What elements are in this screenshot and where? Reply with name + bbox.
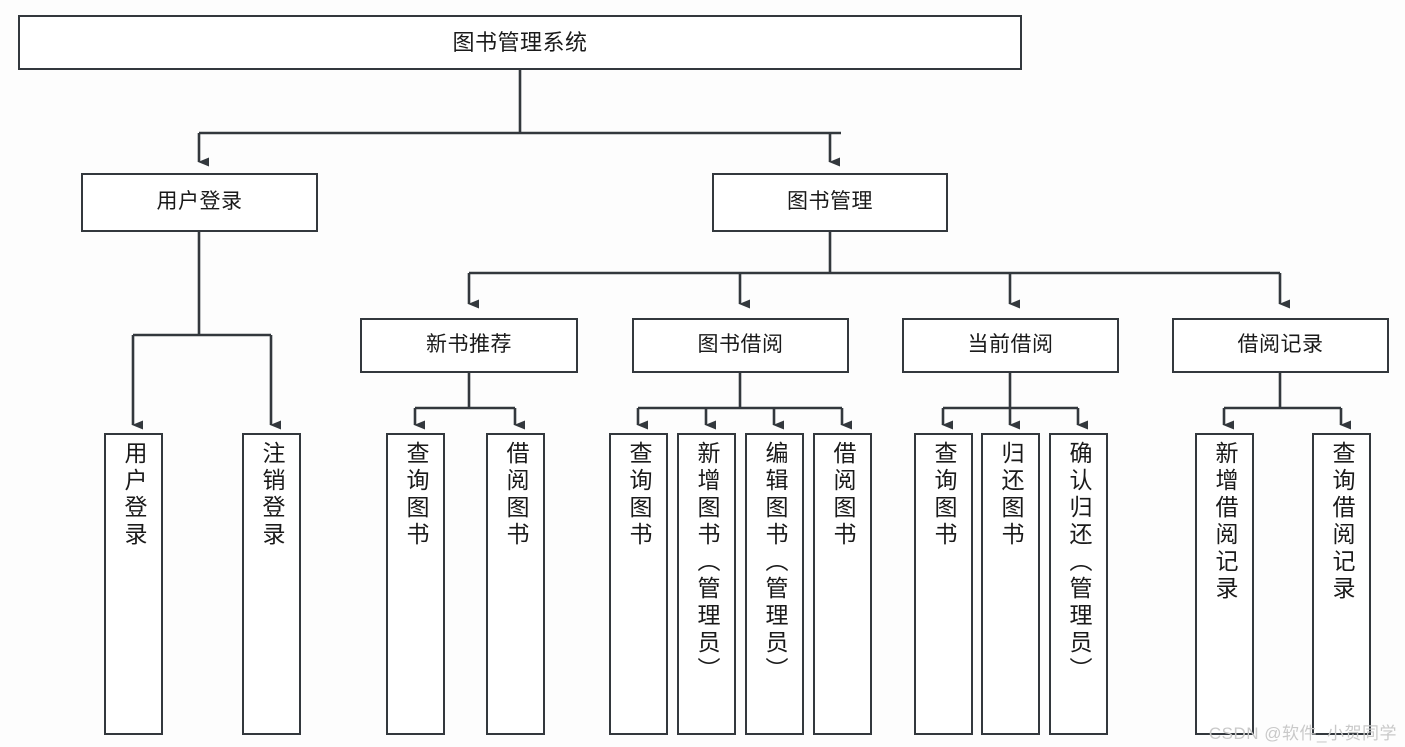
node-root-label: 图书管理系统 <box>452 29 588 55</box>
node-book-borrow-label: 图书借阅 <box>697 333 784 357</box>
leaf-confirm-return-admin[interactable]: 确认归还（管理员） <box>1049 433 1108 735</box>
leaf-user-login[interactable]: 用户登录 <box>104 433 163 735</box>
leaf-borrow-book[interactable]: 借阅图书 <box>813 433 872 735</box>
node-book-management[interactable]: 图书管理 <box>712 173 948 232</box>
leaf-add-book-admin[interactable]: 新增图书（管理员） <box>677 433 736 735</box>
leaf-return-book-label: 归还图书 <box>998 441 1024 549</box>
leaf-add-borrow-record-label: 新增借阅记录 <box>1212 441 1238 603</box>
leaf-return-book[interactable]: 归还图书 <box>981 433 1040 735</box>
leaf-logout-label: 注销登录 <box>259 441 285 549</box>
node-current-borrow[interactable]: 当前借阅 <box>902 318 1119 373</box>
node-user-login-label: 用户登录 <box>156 190 243 214</box>
leaf-borrow-book-recommend-label: 借阅图书 <box>503 441 529 549</box>
node-current-borrow-label: 当前借阅 <box>967 333 1054 357</box>
leaf-logout[interactable]: 注销登录 <box>242 433 301 735</box>
node-borrow-record[interactable]: 借阅记录 <box>1172 318 1389 373</box>
leaf-borrow-book-label: 借阅图书 <box>830 441 856 549</box>
leaf-add-borrow-record[interactable]: 新增借阅记录 <box>1195 433 1254 735</box>
leaf-borrow-book-recommend[interactable]: 借阅图书 <box>486 433 545 735</box>
leaf-query-book-recommend[interactable]: 查询图书 <box>386 433 445 735</box>
leaf-query-book-recommend-label: 查询图书 <box>403 441 429 549</box>
leaf-query-borrow-record[interactable]: 查询借阅记录 <box>1312 433 1371 735</box>
node-new-book-recommend[interactable]: 新书推荐 <box>360 318 578 373</box>
leaf-query-borrow-record-label: 查询借阅记录 <box>1329 441 1355 603</box>
node-user-login[interactable]: 用户登录 <box>81 173 318 232</box>
node-root[interactable]: 图书管理系统 <box>18 15 1022 70</box>
leaf-confirm-return-admin-label: 确认归还（管理员） <box>1066 441 1092 684</box>
leaf-user-login-label: 用户登录 <box>121 441 147 549</box>
leaf-edit-book-admin[interactable]: 编辑图书（管理员） <box>745 433 804 735</box>
leaf-query-book-borrow[interactable]: 查询图书 <box>609 433 668 735</box>
leaf-query-book-current[interactable]: 查询图书 <box>914 433 973 735</box>
leaf-edit-book-admin-label: 编辑图书（管理员） <box>762 441 788 684</box>
leaf-query-book-borrow-label: 查询图书 <box>626 441 652 549</box>
node-book-management-label: 图书管理 <box>787 190 873 214</box>
node-new-book-recommend-label: 新书推荐 <box>426 333 512 357</box>
node-borrow-record-label: 借阅记录 <box>1237 333 1324 357</box>
leaf-add-book-admin-label: 新增图书（管理员） <box>694 441 720 684</box>
leaf-query-book-current-label: 查询图书 <box>931 441 957 549</box>
node-book-borrow[interactable]: 图书借阅 <box>632 318 849 373</box>
watermark-text: CSDN @软件_小贺同学 <box>1208 724 1397 743</box>
